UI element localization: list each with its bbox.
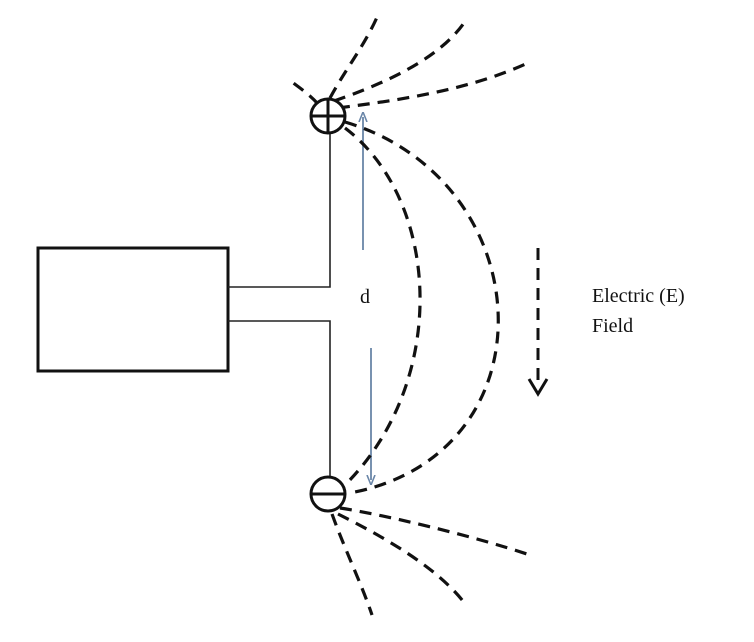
field-lines-bottom-fringe — [330, 506, 531, 616]
voltage-source-box — [36, 246, 230, 373]
field-label-line2: Field — [592, 315, 633, 337]
field-lines-top-fringe — [291, 14, 531, 110]
bottom-wire — [228, 320, 331, 478]
negative-charge-icon — [309, 475, 347, 513]
field-line-top-2 — [333, 19, 468, 103]
field-line-top-left — [291, 80, 320, 106]
field-line-outer — [344, 120, 500, 494]
distance-label: d — [360, 286, 370, 308]
connecting-wires — [228, 130, 331, 478]
field-line-top-3 — [337, 60, 531, 110]
field-line-top-1 — [328, 14, 380, 99]
positive-charge-icon — [309, 97, 347, 135]
top-wire — [228, 130, 331, 288]
field-direction-arrow — [527, 248, 549, 397]
distance-indicator: d — [360, 117, 371, 480]
field-line-bottom-2 — [337, 512, 468, 606]
field-label-line1: Electric (E) — [592, 285, 685, 307]
field-line-bottom-1 — [339, 506, 531, 557]
field-lines-between — [343, 120, 500, 494]
field-line-inner — [343, 126, 422, 487]
